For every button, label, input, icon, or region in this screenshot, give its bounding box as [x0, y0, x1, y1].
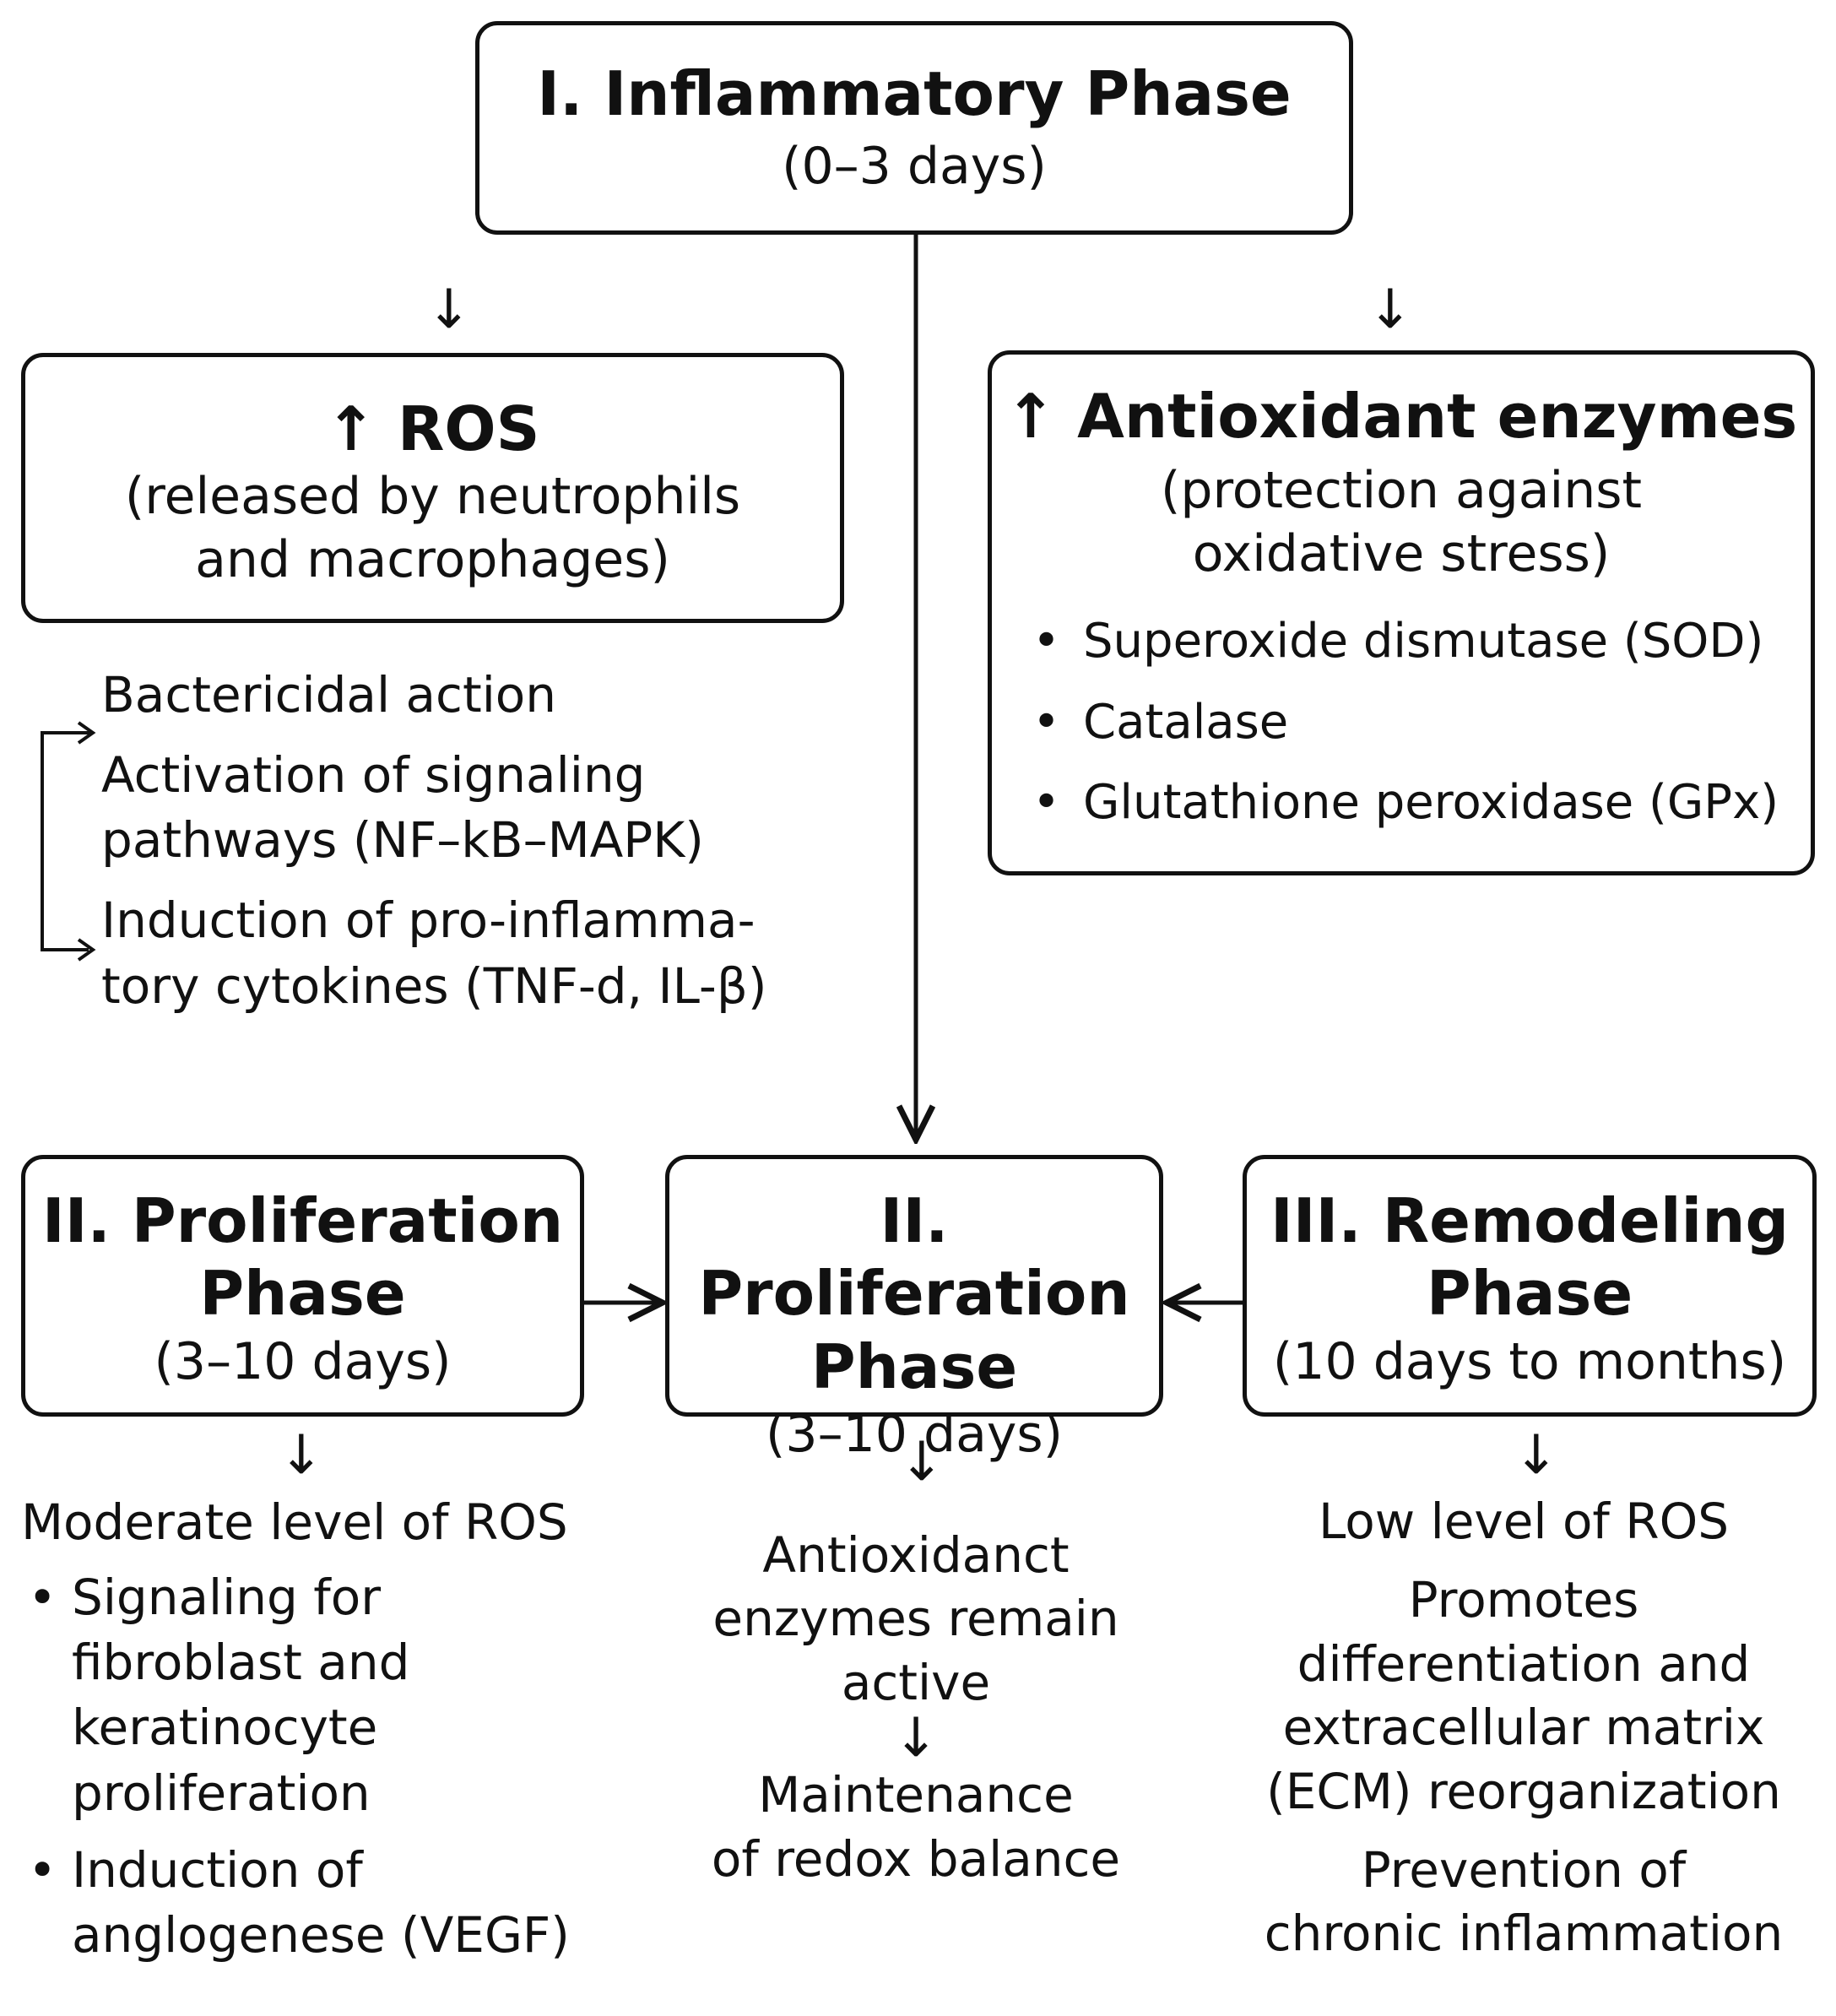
remodeling-title: III. Remodeling [1270, 1185, 1790, 1256]
enzyme-item: •Glutathione peroxidase (GPx) [1032, 774, 1779, 830]
ros-box: ↑ ROS (released by neutrophils and macro… [21, 353, 844, 623]
ros-effect-cytokines: Induction of pro-inflamma- [101, 891, 756, 950]
down-arrow-icon: ↓ [1514, 1424, 1559, 1487]
moderate-ros-heading: Moderate level of ROS [21, 1493, 568, 1551]
antioxidant-box: ↑ Antioxidant enzymes (protection agains… [988, 350, 1815, 875]
up-arrow-icon: ↑ [325, 393, 376, 464]
proliferation-left-duration: (3–10 days) [154, 1331, 452, 1391]
up-arrow-icon: ↑ [1005, 381, 1057, 452]
inflammatory-phase-title: I. Inflammatory Phase [537, 58, 1292, 129]
ros-description-line: and macrophages) [195, 530, 670, 590]
center-outcome-block: Antioxidanct enzymes remain active ↓ Mai… [663, 1524, 1169, 1891]
ros-effect-cytokines: tory cytokines (TNF-d, IL-β) [101, 957, 767, 1015]
ros-effects-list: Bactericidal action Activation of signal… [101, 663, 861, 1019]
antioxidant-description-line: (protection against [1160, 461, 1643, 521]
ros-title: ROS [397, 393, 540, 464]
remodeling-phase-box: III. Remodeling Phase (10 days to months… [1243, 1155, 1817, 1417]
ros-effect-bactericidal: Bactericidal action [101, 666, 557, 723]
inflammatory-phase-duration: (0–3 days) [782, 137, 1047, 197]
inflammatory-phase-box: I. Inflammatory Phase (0–3 days) [475, 21, 1353, 235]
ros-effects-bracket [41, 731, 91, 951]
moderate-ros-bullet: • Signaling for fibroblast and keratinoc… [28, 1569, 410, 1822]
proliferation-phase-center-box: II. Proliferation Phase (3–10 days) [665, 1155, 1163, 1464]
ros-description-line: (released by neutrophils [124, 467, 741, 527]
proliferation-left-title: Phase [199, 1258, 406, 1330]
enzyme-list: •Superoxide dismutase (SOD) •Catalase •G… [1026, 601, 1811, 843]
proliferation-center-title: II. Proliferation [698, 1185, 1130, 1330]
ecm-reorganization-line: Promotes [1408, 1571, 1639, 1629]
enzyme-item: •Catalase [1032, 694, 1289, 750]
ecm-reorganization-line: (ECM) reorganization [1266, 1762, 1781, 1820]
proliferation-phase-left-box: II. Proliferation Phase (3–10 days) [21, 1155, 584, 1417]
down-arrow-icon: ↓ [1368, 279, 1413, 341]
low-ros-heading: Low level of ROS [1318, 1493, 1730, 1550]
chronic-inflammation-line: chronic inflammation [1264, 1905, 1784, 1963]
proliferation-left-title: II. Proliferation [41, 1185, 564, 1256]
antioxidant-active-line: Antioxidanct [762, 1526, 1070, 1584]
remodeling-duration: (10 days to months) [1272, 1331, 1787, 1391]
down-arrow-icon: ↓ [426, 279, 472, 341]
ros-effect-signaling: pathways (NF–kB–MAPK) [101, 811, 704, 870]
moderate-ros-bullet: • Induction of anglogenese (VEGF) [28, 1840, 570, 1964]
ecm-reorganization-line: differentiation and [1297, 1634, 1751, 1693]
redox-balance-line: Maintenance [758, 1766, 1074, 1824]
ros-effect-signaling: Activation of signaling [101, 746, 646, 805]
down-arrow-icon: ↓ [893, 1707, 939, 1770]
chronic-inflammation-line: Prevention of [1361, 1840, 1687, 1899]
remodeling-title: Phase [1426, 1258, 1633, 1330]
proliferation-center-duration: (3–10 days) [765, 1405, 1064, 1465]
antioxidant-active-line: active [841, 1653, 991, 1711]
antioxidant-description-line: oxidative stress) [1192, 524, 1611, 584]
proliferation-center-title: Phase [810, 1330, 1018, 1402]
ecm-reorganization-line: extracellular matrix [1282, 1699, 1765, 1757]
antioxidant-active-line: enzymes remain [712, 1590, 1119, 1648]
enzyme-item: •Superoxide dismutase (SOD) [1032, 614, 1764, 669]
moderate-ros-block: Moderate level of ROS • Signaling for fi… [21, 1490, 629, 1968]
redox-balance-line: of redox balance [711, 1829, 1121, 1888]
antioxidant-title: Antioxidant enzymes [1077, 381, 1798, 452]
low-ros-block: Low level of ROS Promotes differentiatio… [1228, 1490, 1819, 1966]
down-arrow-icon: ↓ [899, 1431, 945, 1493]
down-arrow-icon: ↓ [279, 1424, 324, 1487]
